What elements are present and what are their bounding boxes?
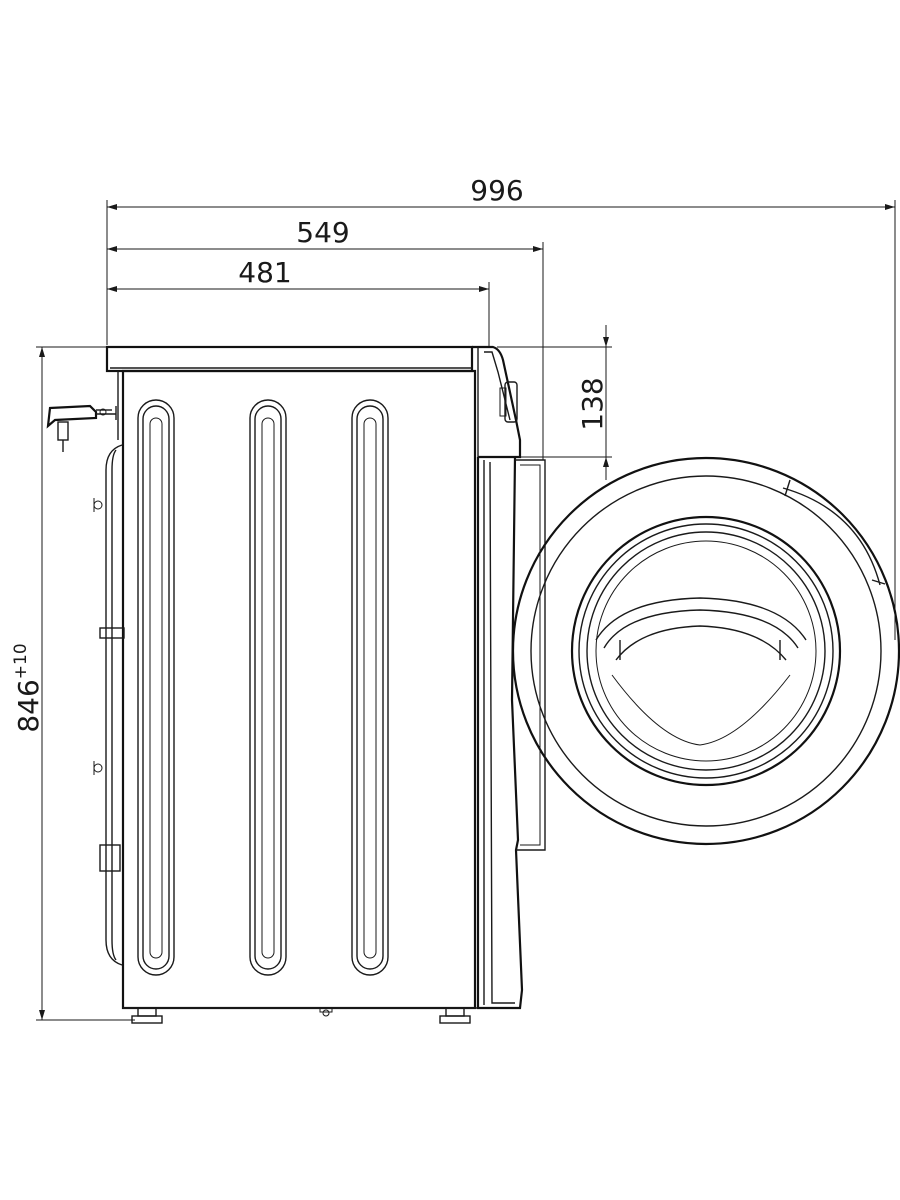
dimension-481: 481 — [107, 256, 490, 347]
height-value: 846 — [12, 679, 45, 732]
side-rib-1 — [137, 399, 175, 976]
foot-front — [439, 1007, 471, 1024]
drain-plug — [319, 1007, 333, 1017]
dimension-label-549: 549 — [296, 216, 349, 249]
power-plug-icon — [46, 404, 117, 452]
dimension-846: 846+10 — [11, 346, 135, 1021]
dimension-label-138: 138 — [576, 377, 609, 430]
front-panel-profile — [472, 345, 546, 1010]
dimension-996: 996 — [106, 174, 896, 640]
dimension-label-996: 996 — [470, 174, 523, 207]
dimension-label-481: 481 — [238, 256, 291, 289]
height-tolerance: +10 — [11, 643, 31, 679]
dimension-549: 549 — [107, 216, 544, 460]
door-open — [511, 456, 900, 846]
side-rib-3 — [351, 399, 389, 976]
rear-hose — [93, 444, 125, 966]
dimension-label-846: 846+10 — [11, 643, 45, 732]
side-rib-2 — [249, 399, 287, 976]
foot-rear — [131, 1007, 163, 1024]
machine-body — [105, 345, 480, 1010]
